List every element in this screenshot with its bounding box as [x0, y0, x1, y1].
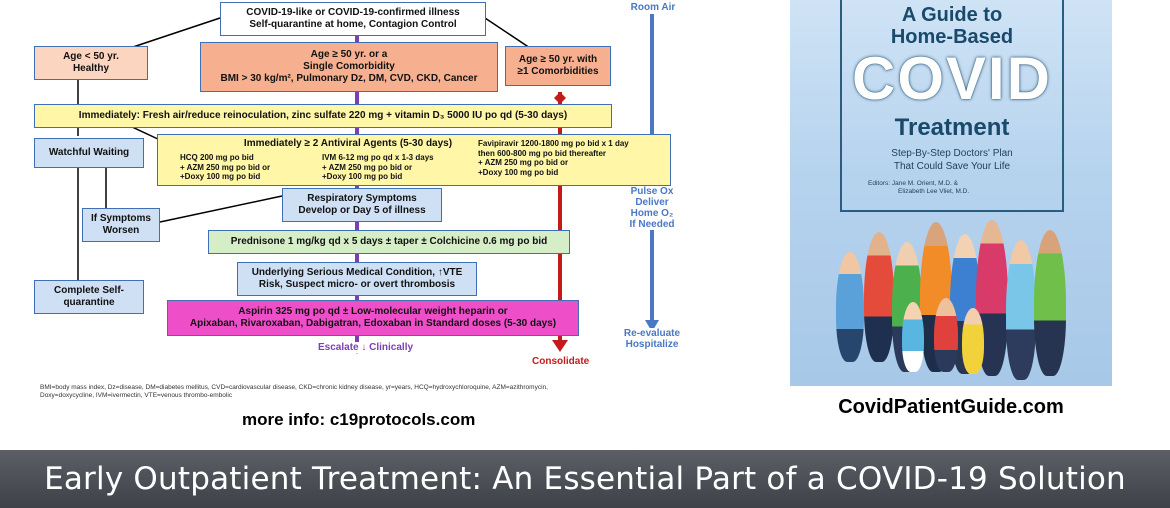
prednisone-text: Prednisone 1 mg/kg qd x 5 days ± taper ±…	[230, 236, 548, 247]
aspirin-line2: Apixaban, Rivaroxaban, Dabigatran, Edoxa…	[189, 318, 557, 329]
top-box-line2: Self-quarantine at home, Contagion Contr…	[249, 19, 457, 30]
antiviral-hcq: HCQ 200 mg po bid + AZM 250 mg po bid or…	[180, 153, 270, 182]
aspirin-box: Aspirin 325 mg po qd ± Low-molecular wei…	[167, 300, 579, 336]
pulse-ox-line: Home O₂	[630, 208, 674, 219]
age-over-50-multi-line2: ≥1 Comorbidities	[517, 66, 599, 77]
age-over-50-multi-box: Age ≥ 50 yr. with ≥1 Comorbidities	[505, 46, 611, 86]
respiratory-line2: Develop or Day 5 of illness	[298, 205, 426, 216]
editor-2: Elizabeth Lee Vliet, M.D.	[898, 188, 970, 196]
if-symptoms-worsen-box: If Symptoms Worsen	[82, 208, 160, 242]
consolidate-label: Consolidate	[532, 356, 590, 367]
reevaluate-line: Re-evaluate	[623, 328, 681, 339]
flowchart: COVID-19-like or COVID-19-confirmed illn…	[34, 2, 700, 429]
footnote-line: Doxy=doxycycline, IVM=ivermectin, VTE=ve…	[40, 392, 233, 400]
watchful-waiting-box: Watchful Waiting	[34, 138, 144, 168]
underlying-line2: Risk, Suspect micro- or overt thrombosis	[258, 279, 456, 290]
person-figure	[962, 308, 984, 374]
pulse-ox-line: Deliver	[635, 197, 669, 208]
ivm-line: IVM 6-12 mg po qd x 1-3 days	[322, 153, 434, 162]
antiviral-favipiravir: Favipiravir 1200-1800 mg po bid x 1 day …	[478, 139, 629, 177]
age-over-50-multi-line1: Age ≥ 50 yr. with	[518, 54, 598, 65]
age-over-50-single-box: Age ≥ 50 yr. or a Single Comorbidity BMI…	[200, 42, 498, 92]
if-symptoms-line1: If Symptoms	[90, 213, 151, 224]
antiviral-ivm: IVM 6-12 mg po qd x 1-3 days + AZM 250 m…	[322, 153, 434, 182]
top-box-line1: COVID-19-like or COVID-19-confirmed illn…	[246, 7, 460, 18]
pulse-ox-label: Pulse Ox Deliver Home O₂ If Needed	[608, 186, 696, 230]
footnote-line: BMI=body mass index, Dz=disease, DM=diab…	[40, 384, 548, 391]
book-subtitle-line1: Step-By-Step Doctors' Plan	[891, 148, 1013, 159]
respiratory-box: Respiratory Symptoms Develop or Day 5 of…	[282, 188, 442, 222]
age-under-50-line1: Age < 50 yr.	[63, 51, 119, 62]
escalate-label: Escalate ↓ Clinically	[316, 342, 416, 353]
complete-self-quarantine-box: Complete Self- quarantine	[34, 280, 144, 314]
age-over-50-single-line3: BMI > 30 kg/m², Pulmonary Dz, DM, CVD, C…	[220, 73, 478, 84]
pulse-ox-line: Pulse Ox	[630, 186, 674, 197]
if-symptoms-line2: Worsen	[102, 225, 140, 236]
age-under-50-box: Age < 50 yr. Healthy	[34, 46, 148, 80]
reevaluate-label: Re-evaluate Hospitalize	[604, 328, 700, 350]
book-site-link[interactable]: CovidPatientGuide.com	[838, 396, 1064, 418]
reevaluate-line: Hospitalize	[625, 339, 679, 350]
editor-1: Jane M. Orient, M.D. &	[891, 180, 958, 187]
age-over-50-single-line1: Age ≥ 50 yr. or a	[310, 49, 388, 60]
consolidate-arrow-head	[552, 340, 568, 352]
favipiravir-line: then 600-800 mg po bid thereafter	[478, 148, 607, 158]
underlying-line1: Underlying Serious Medical Condition, ↑V…	[251, 267, 463, 278]
fresh-air-box: Immediately: Fresh air/reduce reinoculat…	[34, 104, 612, 128]
book-title-covid: COVID	[851, 45, 1053, 112]
pulse-ox-line: If Needed	[629, 219, 675, 230]
person-figure	[836, 252, 864, 362]
room-air-label: Room Air	[610, 2, 696, 13]
room-air-arrow-head	[645, 320, 659, 332]
underlying-box: Underlying Serious Medical Condition, ↑V…	[237, 262, 477, 296]
ivm-line: +Doxy 100 mg po bid	[322, 172, 403, 182]
hcq-line: +Doxy 100 mg po bid	[180, 172, 261, 182]
antiviral-header: Immediately ≥ 2 Antiviral Agents (5-30 d…	[243, 138, 453, 149]
book-title-frame: A Guide to Home-Based COVID Treatment St…	[840, 0, 1064, 212]
favipiravir-line: Favipiravir 1200-1800 mg po bid x 1 day	[478, 139, 629, 148]
person-figure	[1006, 240, 1036, 380]
banner-title: Early Outpatient Treatment: An Essential…	[44, 461, 1126, 497]
favipiravir-line: +Doxy 100 mg po bid	[478, 167, 559, 177]
favipiravir-line: + AZM 250 mg po bid or	[478, 158, 569, 168]
editors-label: Editors:	[868, 180, 891, 187]
book-title-treatment: Treatment	[894, 114, 1010, 141]
person-figure	[934, 298, 958, 372]
ivm-line: + AZM 250 mg po bid or	[322, 162, 413, 172]
respiratory-line1: Respiratory Symptoms	[307, 193, 417, 204]
watchful-waiting-text: Watchful Waiting	[48, 147, 130, 158]
prednisone-box: Prednisone 1 mg/kg qd x 5 days ± taper ±…	[208, 230, 570, 254]
consolidate-diamond	[554, 92, 566, 104]
fresh-air-text: Immediately: Fresh air/reduce reinoculat…	[78, 110, 568, 121]
top-box: COVID-19-like or COVID-19-confirmed illn…	[220, 2, 486, 36]
title-banner: Early Outpatient Treatment: An Essential…	[0, 450, 1170, 508]
aspirin-line1: Aspirin 325 mg po qd ± Low-molecular wei…	[238, 306, 508, 317]
crowd-photo	[826, 212, 1076, 382]
hcq-line: HCQ 200 mg po bid	[180, 153, 254, 162]
hcq-line: + AZM 250 mg po bid or	[180, 162, 271, 172]
person-figure	[1034, 230, 1066, 376]
person-figure	[864, 232, 894, 362]
book-title-line2: Home-Based	[890, 26, 1014, 48]
footnote: BMI=body mass index, Dz=disease, DM=diab…	[40, 384, 680, 401]
book-title-line1: A Guide to	[901, 4, 1003, 26]
person-figure	[902, 302, 924, 372]
book-subtitle-line2: That Could Save Your Life	[893, 161, 1011, 172]
book-editors: Editors: Jane M. Orient, M.D. & Elizabet…	[868, 180, 969, 197]
complete-self-quarantine-line1: Complete Self-	[53, 285, 124, 296]
age-over-50-single-line2: Single Comorbidity	[303, 61, 395, 72]
age-under-50-line2: Healthy	[72, 63, 110, 74]
book-cover: A Guide to Home-Based COVID Treatment St…	[790, 0, 1112, 386]
more-info-link[interactable]: more info: c19protocols.com	[242, 410, 476, 429]
complete-self-quarantine-line2: quarantine	[63, 297, 115, 308]
antiviral-box: Immediately ≥ 2 Antiviral Agents (5-30 d…	[157, 134, 671, 186]
